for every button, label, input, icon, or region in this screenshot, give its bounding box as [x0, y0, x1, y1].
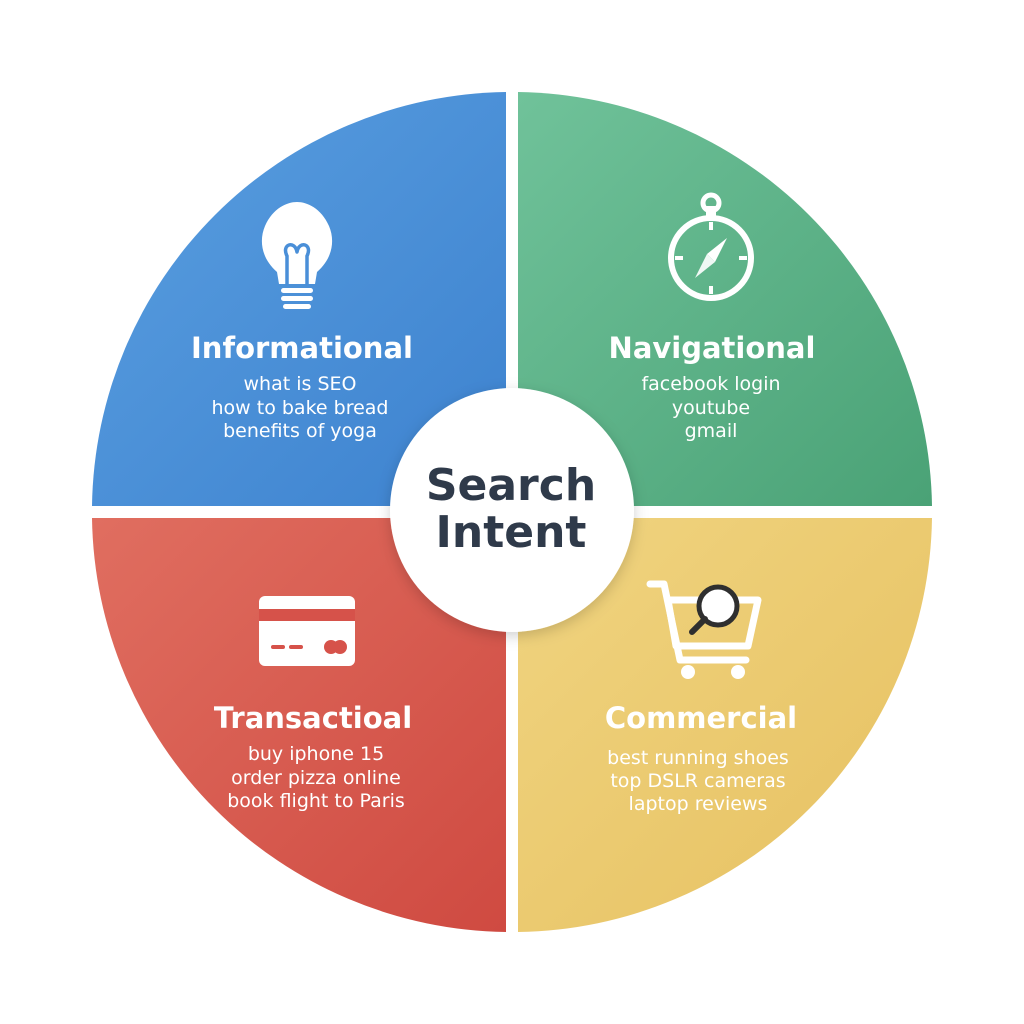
quadrant-transactional — [92, 518, 506, 932]
navigational-title: Navigational — [609, 331, 816, 365]
lightbulb-icon — [261, 202, 333, 309]
transactional-title: Transactioal — [214, 701, 412, 735]
commercial-example: best running shoes — [607, 747, 789, 769]
transactional-example: book flight to Paris — [227, 790, 405, 812]
informational-example: how to bake bread — [212, 397, 389, 419]
transactional-example: order pizza online — [231, 767, 401, 789]
quadrant-navigational — [518, 92, 932, 506]
informational-example: benefits of yoga — [223, 420, 377, 442]
center-title-line1: Search — [426, 460, 596, 511]
commercial-example: laptop reviews — [629, 793, 768, 815]
transactional-example: buy iphone 15 — [248, 743, 384, 765]
navigational-example: youtube — [672, 397, 750, 419]
shopping-cart-search-icon — [646, 580, 762, 679]
center-disk — [390, 388, 634, 632]
commercial-title: Commercial — [605, 701, 797, 735]
quadrant-commercial — [518, 518, 932, 932]
navigational-example: gmail — [685, 420, 738, 442]
compass-icon — [668, 192, 754, 301]
informational-example: what is SEO — [244, 373, 357, 395]
credit-card-icon — [259, 596, 355, 666]
center-title-line2: Intent — [436, 507, 587, 558]
navigational-example: facebook login — [641, 373, 780, 395]
commercial-example: top DSLR cameras — [610, 770, 785, 792]
informational-title: Informational — [191, 331, 413, 365]
